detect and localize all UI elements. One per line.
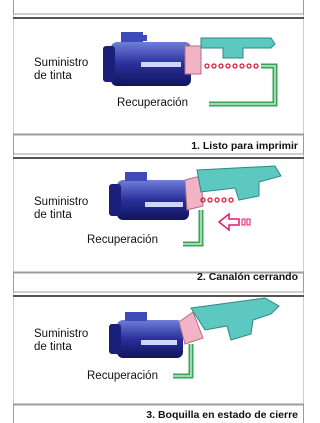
panel-ready: Suministro de tinta Recuperación 1. List… bbox=[13, 0, 304, 152]
ink-supply-line1: Suministro bbox=[34, 328, 89, 340]
panel-nozzle-closed: Suministro de tinta Recuperación 3. Boqu… bbox=[13, 290, 304, 423]
ink-supply-label: Suministro de tinta bbox=[34, 57, 88, 83]
panel-gutter-closing: Suministro de tinta Recuperación 2. Cana… bbox=[13, 152, 304, 290]
pump-body bbox=[117, 320, 183, 358]
step-caption: 1. Listo para imprimir bbox=[191, 140, 298, 152]
ink-supply-line2: de tinta bbox=[34, 70, 72, 82]
step-caption: 2. Canalón cerrando bbox=[197, 271, 298, 283]
closing-arrow-icon bbox=[217, 212, 251, 232]
ink-supply-line2: de tinta bbox=[34, 341, 72, 353]
ink-supply-line1: Suministro bbox=[34, 196, 89, 208]
pump-body bbox=[117, 180, 189, 220]
recovery-label: Recuperación bbox=[87, 370, 158, 382]
recovery-label: Recuperación bbox=[117, 97, 188, 109]
panel-1-illustration bbox=[13, 13, 304, 136]
ink-supply-line2: de tinta bbox=[34, 209, 72, 221]
panel-2-illustration bbox=[13, 153, 304, 274]
recovery-label: Recuperación bbox=[87, 234, 158, 246]
ink-supply-label: Suministro de tinta bbox=[34, 196, 88, 222]
step-caption: 3. Boquilla en estado de cierre bbox=[146, 409, 298, 421]
ink-supply-label: Suministro de tinta bbox=[34, 328, 88, 354]
panel-3-illustration bbox=[13, 291, 304, 406]
ink-supply-line1: Suministro bbox=[34, 57, 89, 69]
